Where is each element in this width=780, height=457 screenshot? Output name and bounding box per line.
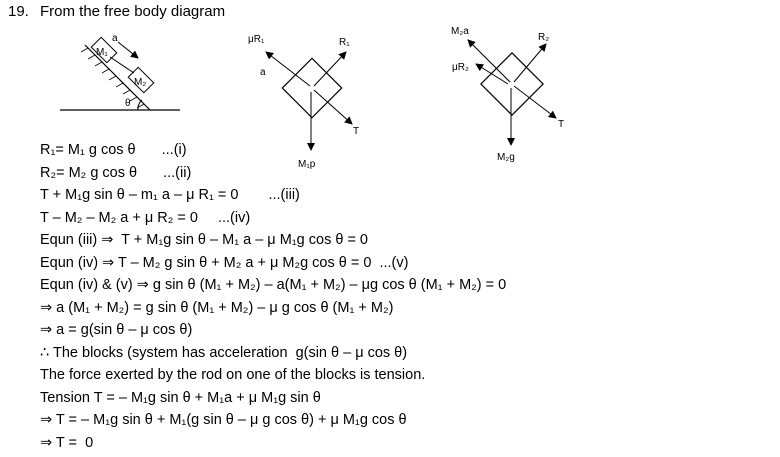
friction-label: μR₁ (248, 34, 265, 45)
normal-arrow (313, 51, 347, 87)
accel-label: a (112, 33, 118, 44)
friction-label: μR₂ (452, 62, 469, 73)
equation-text: T + M₁g sin θ – m₁ a – μ R₁ = 0 (40, 187, 239, 203)
normal-label: R₁ (339, 37, 350, 48)
free-body-diagrams: M₁ M₂ a θ μR₁ R₁ a T M₁p M₂a R₂ μR₂ T M₂… (60, 26, 564, 170)
equation-line: ⇒ T = – M₁g sin θ + M₁(g sin θ – μ g cos… (40, 412, 407, 428)
equation-line: ⇒ a (M₁ + M₂) = g sin θ (M₁ + M₂) – μ g … (40, 299, 394, 316)
fbd-block-m1: μR₁ R₁ a T M₁p (248, 34, 359, 170)
equation-line: R₂= M₂ g cos θ ...(ii) (40, 162, 506, 185)
weight-label: M₁p (298, 159, 316, 170)
equation-text: R₂= M₂ g cos θ (40, 164, 138, 181)
m1-label: M₁ (96, 47, 108, 58)
accel-label: a (260, 67, 266, 78)
equation-line: ∴ The blocks (system has acceleration g(… (40, 344, 408, 361)
friction-arrow (475, 63, 509, 85)
pseudo-force-label: M₂a (451, 26, 469, 37)
equation-list: R₁= M₁ g cos θ ...(i) R₂= M₂ g cos θ ...(i… (40, 139, 506, 454)
equation-tag: ...(iii) (268, 187, 300, 203)
equation-line: Tension T = – M₁g sin θ + M₁a + μ M₁g si… (40, 389, 321, 406)
tension-arrow (313, 89, 353, 125)
question-number: 19. (8, 3, 29, 20)
equation-tag: ...(iv) (217, 209, 251, 226)
equation-line: ⇒ T = 0 (40, 434, 94, 451)
acceleration-arrow (117, 41, 139, 59)
weight-label: M₂g (497, 152, 515, 163)
equation-line: ⇒ a = g(sin θ – μ cos θ) (40, 322, 193, 338)
fbd-block-m2: M₂a R₂ μR₂ T M₂g (451, 26, 564, 163)
incline-surface (84, 44, 151, 111)
question-title: From the free body diagram (40, 3, 226, 20)
normal-arrow (513, 43, 547, 83)
friction-arrow (265, 51, 311, 87)
equation-line: R₁= M₁ g cos θ ...(i) (40, 139, 506, 162)
block-m1-square (281, 57, 343, 119)
equation-text: T – M₂ – M₂ a + μ R₂ = 0 (40, 209, 198, 226)
connecting-rod (109, 56, 135, 74)
angle-label: θ (125, 98, 131, 109)
normal-label: R₂ (538, 32, 549, 43)
equation-line: Equn (iv) ⇒ T – M₂ g sin θ + M₂ a + μ M₂… (40, 254, 409, 271)
angle-arc (137, 99, 143, 111)
equation-line: Equn (iv) & (v) ⇒ g sin θ (M₁ + M₂) – a(… (40, 277, 507, 293)
tension-label: T (353, 126, 359, 137)
equation-line: T – M₂ – M₂ a + μ R₂ = 0 ...(iv) (40, 207, 506, 230)
incline-figure: M₁ M₂ a θ (60, 33, 180, 111)
equation-line: T + M₁g sin θ – m₁ a – μ R₁ = 0 ...(iii) (40, 184, 506, 207)
tension-label: T (558, 119, 564, 130)
tension-arrow (513, 85, 557, 119)
question-heading: 19. From the free body diagram (8, 3, 225, 20)
incline-hatching (80, 47, 145, 109)
equation-line: The force exerted by the rod on one of t… (40, 367, 426, 383)
m2-label: M₂ (134, 77, 146, 88)
equation-tag: ...(i) (161, 142, 187, 158)
pseudo-force-arrow (467, 39, 511, 83)
equation-text: R₁= M₁ g cos θ (40, 142, 136, 158)
equation-tag: ...(ii) (163, 164, 192, 181)
equation-line: Equn (iii) ⇒ T + M₁g sin θ – M₁ a – μ M₁… (40, 232, 368, 248)
